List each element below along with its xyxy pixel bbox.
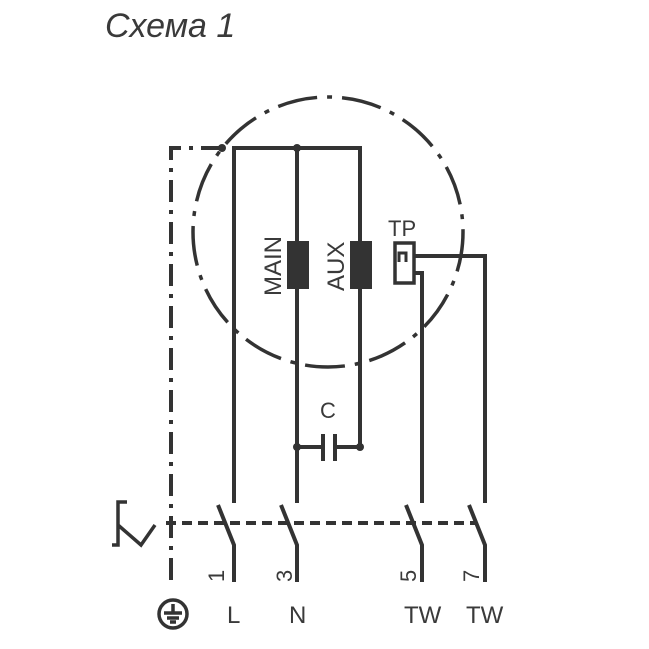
switch-7 xyxy=(467,504,487,582)
thermal-protector xyxy=(393,241,416,285)
switch-5 xyxy=(404,504,424,582)
junction-dot xyxy=(356,443,364,451)
thermal-trip-icon xyxy=(112,500,157,548)
tw5-wire xyxy=(414,271,424,503)
switch-1 xyxy=(216,504,236,582)
earth-icon xyxy=(157,598,189,630)
main-coil xyxy=(287,241,309,289)
junction-dot xyxy=(218,144,226,152)
junction-dot xyxy=(293,443,301,451)
aux-coil xyxy=(350,241,372,289)
terminal-number-1: 1 xyxy=(204,570,229,582)
motor-housing xyxy=(191,95,465,369)
aux-label: AUX xyxy=(323,242,350,291)
capacitor-label: C xyxy=(320,398,336,423)
terminal-label-l: L xyxy=(227,602,240,629)
earth-line xyxy=(169,146,222,580)
diagram-title: Схема 1 xyxy=(105,7,235,45)
capacitor-plates xyxy=(321,434,337,461)
terminal-number-5: 5 xyxy=(396,570,421,582)
terminal-label-tw7: TW xyxy=(466,602,504,629)
junction-dot xyxy=(293,144,301,152)
thermal-protector-contact xyxy=(397,251,408,262)
terminal-label-tw5: TW xyxy=(404,602,442,629)
terminal-number-7: 7 xyxy=(459,570,484,582)
tp-label: TP xyxy=(388,216,416,241)
switch-3 xyxy=(279,504,299,582)
terminal-number-3: 3 xyxy=(272,570,297,582)
main-label: MAIN xyxy=(260,236,287,296)
tw7-wire xyxy=(414,254,487,503)
terminal-label-n: N xyxy=(289,602,306,629)
